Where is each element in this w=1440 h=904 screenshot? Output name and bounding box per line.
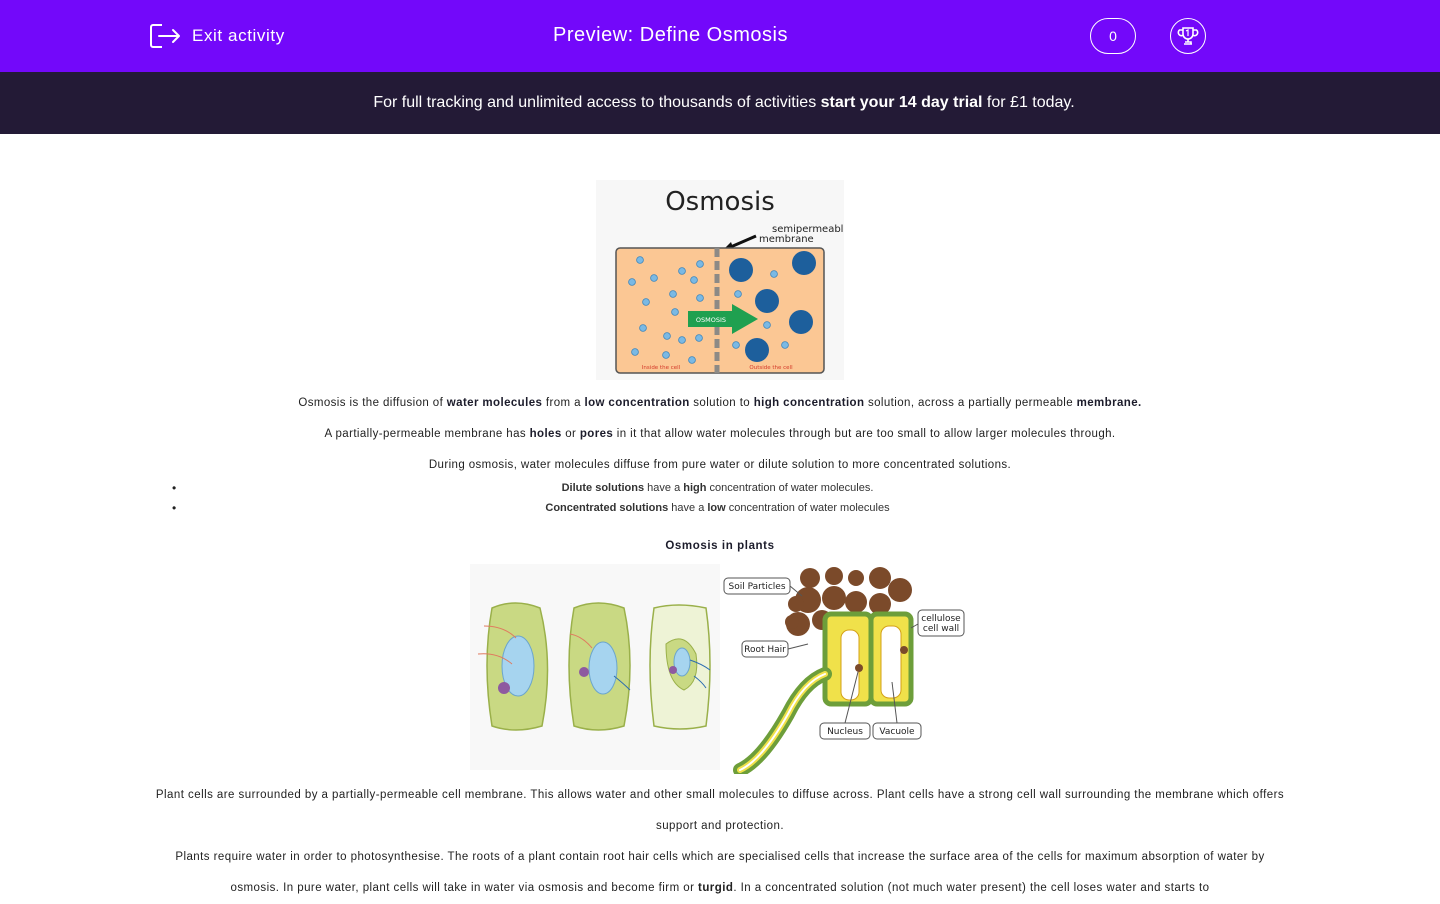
- list-item: Dilute solutions have a high concentrati…: [172, 481, 1260, 501]
- soil-particles-label: Soil Particles: [728, 582, 785, 592]
- cellulose-label-line2: cell wall: [923, 624, 959, 634]
- trial-banner-price: for £1 today.: [982, 94, 1075, 111]
- osmosis-diagram: Osmosis semipermeable membrane OSMOSIS I…: [596, 180, 844, 380]
- nucleus-label: Nucleus: [827, 727, 863, 737]
- membrane-label-line1: semipermeable: [772, 224, 844, 235]
- root-hair-label: Root Hair: [744, 645, 786, 655]
- paragraph-root-hair: Plants require water in order to photosy…: [175, 851, 1265, 894]
- cellulose-label-line1: cellulose: [921, 614, 961, 624]
- membrane-label-line2: membrane: [759, 234, 814, 245]
- exit-activity-button[interactable]: Exit activity: [148, 20, 285, 52]
- trophy-button[interactable]: [1170, 18, 1206, 54]
- inside-cell-label: Inside the cell: [642, 365, 681, 371]
- osmosis-diagram-title: Osmosis: [665, 187, 775, 217]
- outside-cell-label: Outside the cell: [749, 365, 793, 371]
- trial-banner: For full tracking and unlimited access t…: [0, 72, 1440, 134]
- trial-banner-text: For full tracking and unlimited access t…: [373, 94, 821, 111]
- concentration-list: Dilute solutions have a high concentrati…: [172, 481, 1260, 521]
- paragraph-plant-cells: Plant cells are surrounded by a partiall…: [155, 789, 1285, 832]
- root-hair-diagram: Soil Particles Root Hair cellulose cell …: [722, 564, 972, 774]
- paragraph-membrane: A partially-permeable membrane has holes…: [324, 428, 1116, 440]
- top-bar: Exit activity Preview: Define Osmosis 0: [0, 0, 1440, 72]
- score-badge: 0: [1090, 18, 1136, 54]
- exit-activity-label: Exit activity: [192, 26, 285, 45]
- section-heading: Osmosis in plants: [665, 540, 775, 552]
- trophy-icon: [1177, 27, 1199, 45]
- paragraph-definition: Osmosis is the diffusion of water molecu…: [298, 397, 1142, 409]
- exit-icon: [150, 24, 180, 48]
- plant-cells-diagram: [470, 564, 720, 770]
- paragraph-diffusion: During osmosis, water molecules diffuse …: [428, 459, 1012, 471]
- vacuole-label: Vacuole: [879, 727, 915, 737]
- page-title: Preview: Define Osmosis: [553, 24, 788, 46]
- osmosis-arrow-label: OSMOSIS: [696, 316, 726, 324]
- list-item: Concentrated solutions have a low concen…: [172, 501, 1260, 521]
- trial-cta-link[interactable]: start your 14 day trial: [820, 94, 983, 111]
